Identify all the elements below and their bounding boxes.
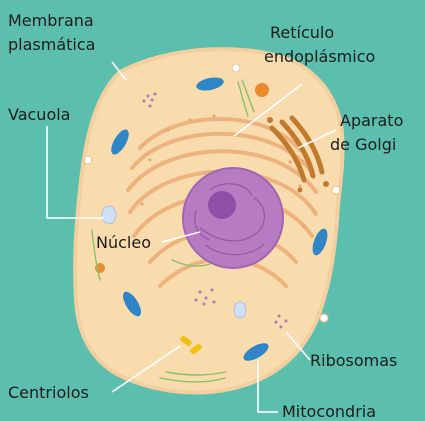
label-aparato-1: Aparato xyxy=(340,111,403,130)
nucleus xyxy=(183,168,283,268)
label-vacuola: Vacuola xyxy=(8,105,70,124)
label-ribosomas: Ribosomas xyxy=(310,351,397,370)
orange-organelle xyxy=(255,83,269,97)
label-reticulo-2: endoplásmico xyxy=(264,47,375,66)
label-mitocondria: Mitocondria xyxy=(282,402,376,421)
label-centriolos: Centriolos xyxy=(8,383,89,402)
label-nucleo: Núcleo xyxy=(96,233,151,252)
label-membrana-1: Membrana xyxy=(8,11,94,30)
label-reticulo-1: Retículo xyxy=(270,23,334,42)
label-aparato-2: de Golgi xyxy=(330,135,396,154)
label-membrana-2: plasmática xyxy=(8,35,95,54)
nucleolus xyxy=(208,191,236,219)
